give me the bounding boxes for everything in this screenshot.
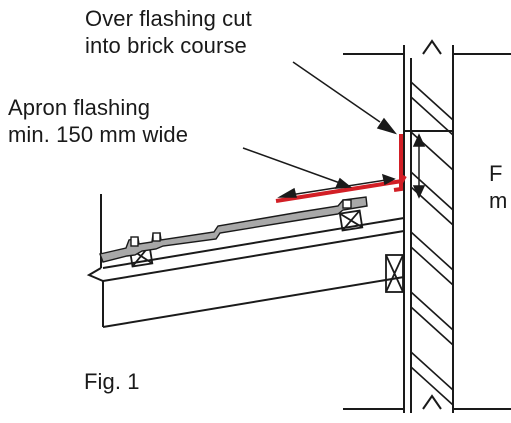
rafter (86, 194, 405, 328)
over-flashing-label-line-1: Over flashing cut (85, 6, 252, 31)
cropped-side-label: F m (489, 160, 507, 214)
apron-flashing-label-line-1: Apron flashing (8, 95, 151, 120)
batten-right (338, 209, 364, 232)
over-flashing-label-line-2: into brick course (85, 33, 247, 58)
tile-clips (130, 199, 352, 247)
wall-batten (385, 254, 404, 293)
over-flashing (393, 134, 403, 192)
cropped-side-label-line-2: m (489, 188, 508, 213)
over-flashing-label: Over flashing cut into brick course (85, 5, 252, 59)
apron-flashing-label: Apron flashing min. 150 mm wide (8, 94, 188, 148)
apron-flashing-label-line-2: min. 150 mm wide (8, 122, 189, 147)
figure-caption: Fig. 1 (84, 369, 140, 394)
leader-lines (242, 61, 398, 189)
apron-flashing (275, 174, 407, 203)
roof-tiles (99, 196, 368, 263)
brick-wall (343, 39, 511, 413)
cropped-side-label-line-1: F (489, 161, 503, 186)
flashings (275, 134, 407, 203)
